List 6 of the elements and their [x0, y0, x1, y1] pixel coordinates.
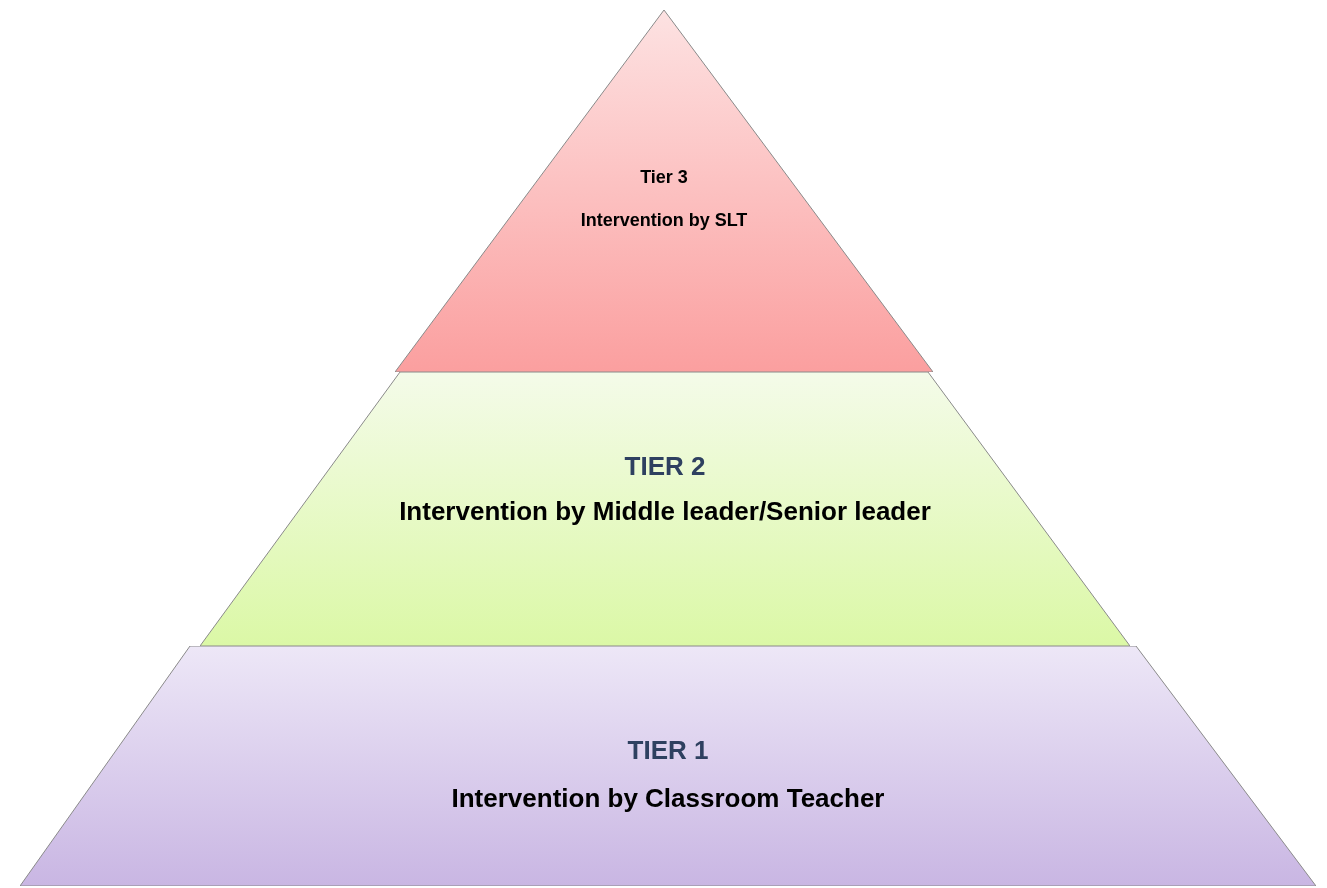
tier-heading: TIER 2 — [624, 450, 706, 483]
tier-heading: TIER 1 — [627, 734, 709, 767]
tier-heading: Tier 3 — [640, 166, 688, 189]
tier-description: Intervention by Middle leader/Senior leader — [399, 495, 931, 528]
tier-description: Intervention by SLT — [580, 209, 748, 232]
tier-description: Intervention by Classroom Teacher — [451, 782, 885, 815]
